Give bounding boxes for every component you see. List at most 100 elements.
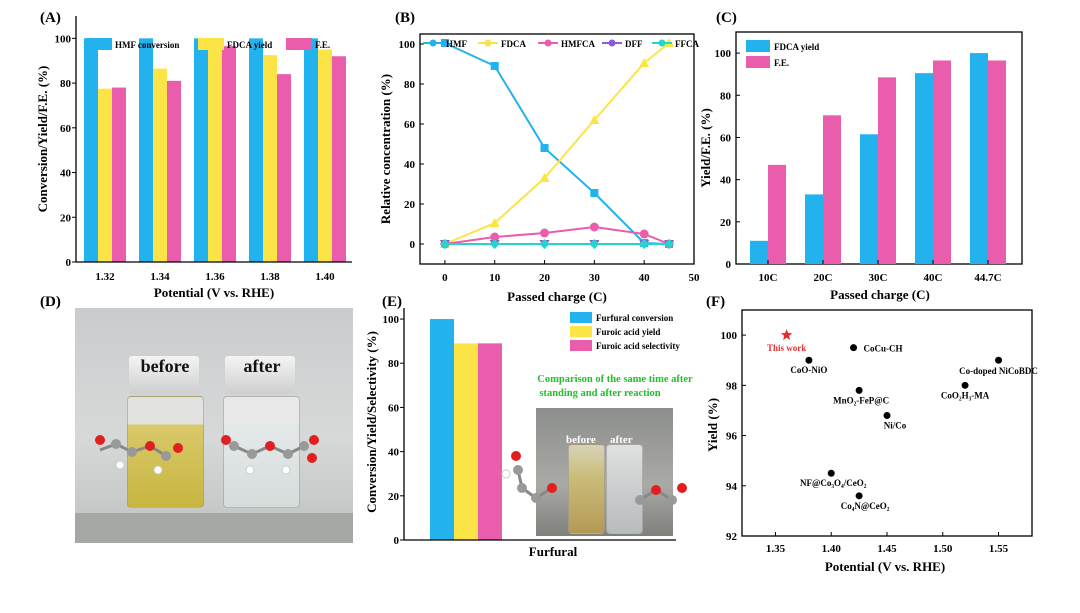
- x-tick-label: 1.35: [766, 543, 786, 555]
- bar-hmf-conversion: [84, 38, 98, 263]
- point-ffca: [539, 239, 550, 249]
- point-hmfca: [490, 232, 500, 242]
- legend-label: F.E.: [315, 40, 330, 50]
- photo-panel-d: before after: [75, 308, 353, 543]
- y-tick-label: 40: [388, 447, 400, 459]
- point-hmf: [590, 189, 599, 197]
- panel-d-label: (D): [40, 294, 61, 310]
- scatter-point: [850, 344, 858, 352]
- scatter-point: [855, 386, 863, 394]
- point-hmf: [440, 39, 449, 47]
- y-tick-label: 20: [404, 199, 416, 211]
- panel-a-ylabel: Conversion/Yield/F.E. (%): [35, 66, 50, 213]
- y-tick-label: 0: [66, 257, 72, 269]
- y-tick-label: 100: [399, 39, 416, 51]
- y-tick-label: 100: [721, 330, 738, 342]
- y-tick-label: 40: [60, 168, 72, 180]
- y-tick-label: 40: [720, 175, 732, 187]
- point-hmfca: [540, 228, 550, 238]
- inset-after-label: after: [610, 434, 633, 446]
- bar-f-e-: [933, 60, 951, 264]
- point-label: NF@Co₃O₄/CeO₂: [800, 478, 867, 488]
- scatter-point: [995, 356, 1003, 364]
- panel-e-ylabel: Conversion/Yield/Selectivity (%): [364, 331, 379, 513]
- point-fdca: [539, 173, 550, 182]
- inset-before-label: before: [566, 434, 596, 446]
- scatter-point: [827, 469, 835, 477]
- legend-marker: [608, 39, 616, 47]
- panel-e-label: (E): [382, 294, 402, 310]
- x-tick-label: 50: [689, 272, 701, 284]
- panel-e-caption-line2: standing and after reaction: [539, 388, 660, 399]
- point-hmfca: [589, 222, 599, 232]
- point-ffca: [589, 239, 600, 249]
- molecule-hmf-left: [95, 435, 183, 475]
- bar-fdca-yield: [750, 240, 768, 264]
- bar-f-e-: [222, 46, 236, 262]
- bar-fdca-yield: [98, 88, 112, 262]
- point-ffca: [639, 239, 650, 249]
- bar-furfural-conversion: [430, 319, 454, 540]
- after-label: after: [243, 356, 281, 376]
- bar-fdca-yield: [318, 49, 332, 262]
- point-label: Ni/Co: [884, 420, 907, 430]
- y-tick-label: 80: [720, 90, 732, 102]
- x-tick-label: 40: [639, 272, 651, 284]
- x-tick-label: 30: [589, 272, 601, 284]
- vial-before: [127, 396, 204, 508]
- photo-panel-e-inset: before after: [536, 408, 673, 536]
- y-tick-label: 96: [726, 431, 738, 443]
- scatter-point: [961, 381, 969, 389]
- legend-swatch: [286, 38, 312, 50]
- legend-label: Furoic acid selectivity: [596, 341, 680, 351]
- y-tick-label: 40: [404, 159, 416, 171]
- x-tick-label: 1.45: [877, 543, 897, 555]
- panel-c-label: (C): [716, 10, 737, 26]
- y-tick-label: 0: [410, 239, 416, 251]
- bar-fdca-yield: [153, 68, 167, 263]
- bar-f-e-: [988, 60, 1006, 264]
- point-hmf: [540, 144, 549, 152]
- legend-label: HMF conversion: [115, 40, 179, 50]
- panel-b-xlabel: Passed charge (C): [507, 289, 607, 304]
- panel-b-label: (B): [395, 10, 415, 26]
- panel-a-xlabel: Potential (V vs. RHE): [154, 285, 274, 300]
- bar-hmf-conversion: [249, 38, 263, 263]
- bar-f-e-: [878, 77, 896, 264]
- legend-swatch: [570, 326, 592, 337]
- legend-swatch: [86, 38, 112, 50]
- point-ffca: [664, 239, 675, 249]
- scatter-point: [805, 356, 813, 364]
- scatter-point: [855, 492, 863, 500]
- y-tick-label: 0: [394, 535, 400, 547]
- panel-c-ylabel: Yield/F.E. (%): [698, 108, 713, 188]
- legend-label: FDCA: [501, 39, 526, 49]
- before-label: before: [140, 356, 190, 376]
- y-tick-label: 20: [388, 491, 400, 503]
- x-tick-label: 40C: [924, 272, 943, 284]
- bar-f-e-: [332, 56, 346, 262]
- y-tick-label: 60: [388, 402, 400, 414]
- bar-furoic-acid-yield: [454, 343, 478, 540]
- molecule-furoic-acid: [635, 483, 687, 505]
- panel-f-label: (F): [706, 294, 725, 310]
- point-fdca: [489, 218, 500, 227]
- panel-e-caption-line1: Comparison of the same time after: [537, 374, 693, 385]
- bar-fdca-yield: [805, 194, 823, 264]
- x-tick-label: 10C: [759, 272, 778, 284]
- y-tick-label: 94: [726, 481, 738, 493]
- point-label: CoO-NiO: [790, 365, 827, 375]
- bar-fdca-yield: [915, 73, 933, 264]
- y-tick-label: 98: [726, 380, 738, 392]
- panel-b-ylabel: Relative concentration (%): [378, 74, 393, 224]
- x-tick-label: 20: [539, 272, 551, 284]
- legend-label: FDCA yield: [227, 40, 272, 50]
- molecule-furfural: [501, 451, 557, 503]
- x-tick-label: 1.36: [205, 271, 225, 283]
- x-tick-label: 30C: [869, 272, 888, 284]
- legend-swatch: [570, 340, 592, 351]
- legend-label: DFF: [625, 39, 643, 49]
- legend-marker: [484, 39, 492, 47]
